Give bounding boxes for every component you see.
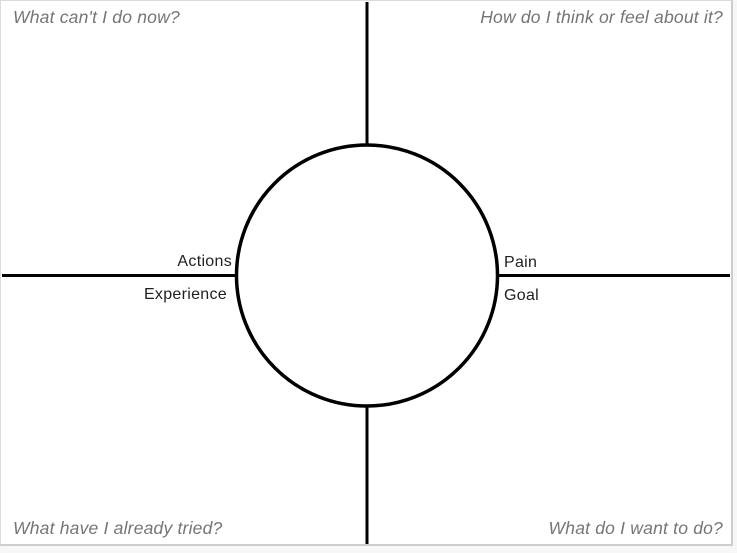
axis-label-goal: Goal <box>504 287 539 304</box>
quadrant-question-top-right: How do I think or feel about it? <box>480 7 723 27</box>
axis-label-pain: Pain <box>504 254 538 271</box>
axis-label-experience: Experience <box>143 286 227 303</box>
quadrant-question-top-left: What can't I do now? <box>13 7 180 27</box>
center-circle <box>234 143 500 408</box>
quadrant-question-bottom-right: What do I want to do? <box>548 518 723 538</box>
quadrant-question-bottom-left: What have I already tried? <box>13 518 223 538</box>
axis-label-actions: Actions <box>177 253 232 270</box>
